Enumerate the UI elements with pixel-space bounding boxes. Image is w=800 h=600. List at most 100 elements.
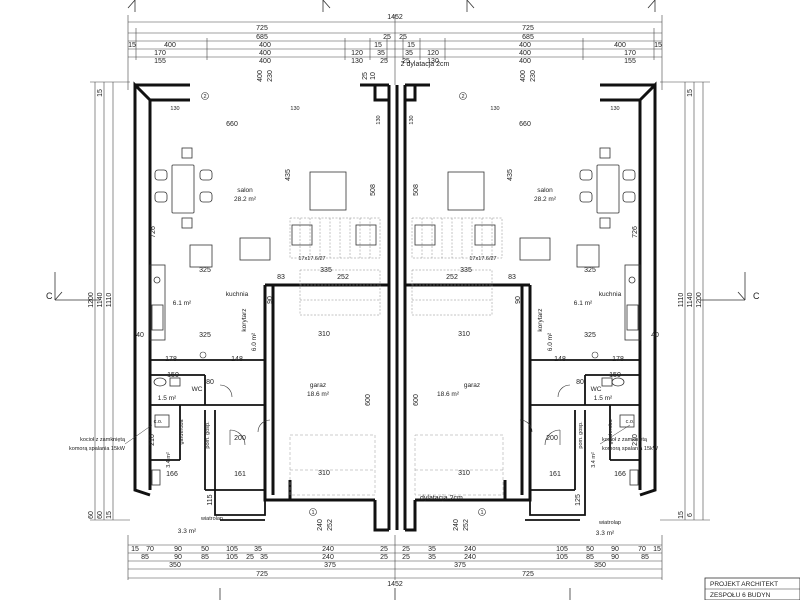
dim-600-left: 600 [365,394,372,406]
dim-161-left: 161 [234,471,246,478]
dim-166-right: 166 [614,471,626,478]
section-label-right: C [753,291,760,301]
axis-label-1-right: 1 [480,510,483,516]
left-dimension-lines [90,81,710,521]
room-wc-right: WC [591,386,602,393]
staircase-right [411,217,503,316]
room-korytarz-left: korytarz [241,308,248,331]
dim-130b: 130 [290,106,299,112]
bdim-35-right: 35 [428,546,436,553]
room-wiatrolap-right: wiatrolap [598,520,621,526]
room-salon-area-right: 28.2 m² [534,196,557,203]
room-wiatrolap-left: wiatrolap [200,516,223,522]
dim-148-right: 148 [554,356,566,363]
dim-top-15a: 15 [128,42,136,49]
b3dim-105b: 105 [556,554,568,561]
dim-252-left: 252 [337,274,349,281]
b2dim-350-left: 350 [169,562,181,569]
dim-178-right: 178 [612,356,624,363]
dim-125-right: 125 [575,494,582,506]
dim-508-right: 508 [413,184,420,196]
room-co-left: c.o. [154,419,163,425]
b3dim-105a: 105 [226,554,238,561]
bdim-25b: 25 [402,546,410,553]
vdim-25-center: 25 [362,72,369,80]
bdim-25a: 25 [380,546,388,553]
boiler-note-left: kocioł z zamkniętą komorą spalania 15kW [69,437,126,452]
dim-148-left: 148 [231,356,243,363]
bdim-50-left: 50 [201,546,209,553]
room-kuchnia-area-right: 6.1 m² [574,300,593,307]
stair-labels: 17x17.6/27 17x17.6/27 [298,256,496,262]
vdim-230-right: 230 [530,70,537,82]
room-wiatrolap-area-left: 3.3 m² [178,528,197,535]
bdim-15-left: 15 [131,546,139,553]
dim-top-15b: 15 [374,42,382,49]
room-kuchnia-area-left: 6.1 m² [173,300,192,307]
dim-335-left: 335 [320,267,332,274]
b3dim-25c: 25 [402,554,410,561]
dim-435-left: 435 [285,169,292,181]
bottom-grid-markers [219,588,571,600]
dim-178-left: 178 [165,356,177,363]
dim-right-1200: 1200 [696,292,703,308]
dim-left-15-bot: 15 [106,511,113,519]
dim-top-25c: 25 [380,58,388,65]
dim-335-right: 335 [460,267,472,274]
dim-top-400c: 400 [519,42,531,49]
b3dim-240a: 240 [322,554,334,561]
dim-90-left: 90 [267,296,274,304]
b1dim-725-left: 725 [256,571,268,578]
vdim-10-center: 10 [370,72,377,80]
dim-508-left: 508 [370,184,377,196]
room-korytarz-area-right: 6.0 m² [547,332,554,351]
dim-top-130-right: 130 [427,58,439,65]
b3dim-85b: 85 [201,554,209,561]
dim-80-left: 80 [206,379,214,386]
dim-435-right: 435 [507,169,514,181]
dim-top-400h: 400 [519,58,531,65]
room-salon-area-left: 28.2 m² [234,196,257,203]
b3dim-90a: 90 [174,554,182,561]
dim-top-400d: 400 [614,42,626,49]
dim-310-right-a: 310 [458,331,470,338]
axis-markers [201,92,486,516]
dim-top-25d: 25 [402,58,410,65]
dim-left-1140: 1140 [97,292,104,307]
b2dim-350-right: 350 [594,562,606,569]
dim-325-right-b: 325 [584,332,596,339]
room-garderoba-right: garderoba [608,419,614,445]
b2dim-375-left: 375 [324,562,336,569]
dim-top-120-right: 120 [427,50,439,57]
axis-label-2-right: 2 [461,94,464,100]
room-salon-right: salon [537,187,553,194]
dim-top-155-right: 155 [624,58,636,65]
dim-130c: 130 [490,106,499,112]
dim-top-35b: 35 [405,50,413,57]
axis-label-1-left: 1 [311,510,314,516]
room-wc-left: WC [192,386,203,393]
dim-83-right: 83 [508,274,516,281]
dim-200-left: 200 [234,435,246,442]
dim-726-right: 726 [632,226,639,238]
title-block-line2: ZESPOŁU 6 BUDYN [710,592,771,599]
dim-40-left: 40 [136,332,144,339]
bdim-15-right: 15 [653,546,661,553]
dylatacja-bottom-label: dylatacja 2cm [420,495,463,502]
dim-top-400b: 400 [259,42,271,49]
dim-150-left: 150 [167,372,179,379]
top-vertical-dims: 400 230 25 10 400 230 [257,70,537,82]
bdim-90-right: 90 [611,546,619,553]
room-wc-area-left: 1.5 m² [158,395,177,402]
b1dim-725-right: 725 [522,571,534,578]
dim-v130-left: 130 [376,115,382,124]
dim-top-400f: 400 [519,50,531,57]
bdim-90-left: 90 [174,546,182,553]
dylatacja-top-label: 2 dylatacja 2cm [401,61,450,68]
bdim-240-right: 240 [464,546,476,553]
room-korytarz-area-left: 6.0 m² [251,332,258,351]
bdim-35-left: 35 [254,546,262,553]
dim-top-400e: 400 [259,50,271,57]
dim-left-60a: 60 [88,511,95,519]
dim-bottom-overall: 1452 [387,581,403,588]
